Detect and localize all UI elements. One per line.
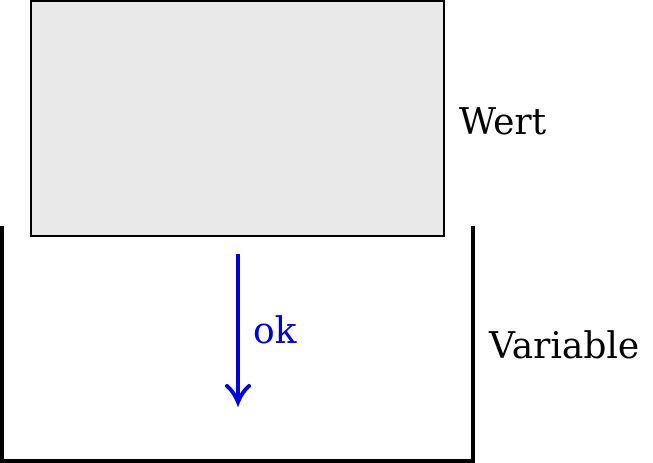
arrow-head-icon [225, 384, 251, 408]
value-box [30, 0, 445, 237]
arrow-label: ok [253, 311, 298, 352]
assignment-arrow [225, 254, 251, 408]
variable-container [0, 226, 475, 463]
value-box-label: Wert [459, 102, 547, 143]
container-label: Variable [488, 326, 639, 367]
